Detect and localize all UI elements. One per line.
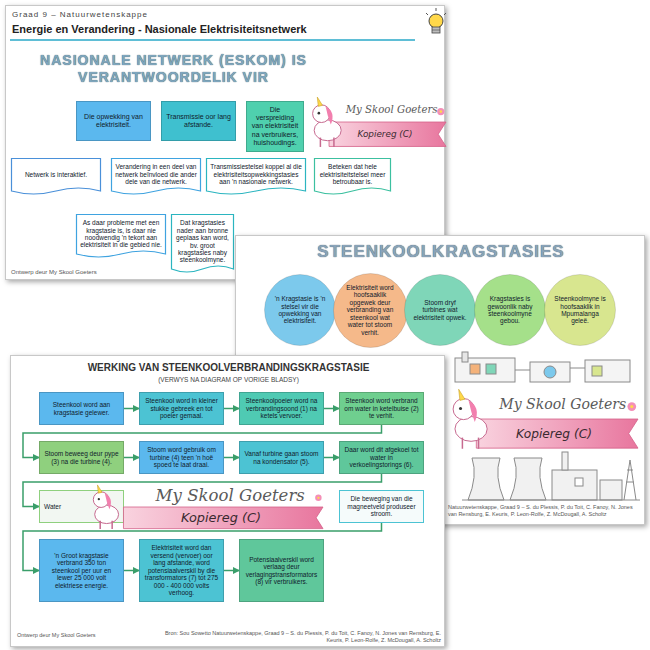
ribbon-banner <box>123 507 323 529</box>
watermark-text: My Skool Goeters <box>337 96 446 122</box>
process-box: Potensiaalverskil word verlaag deur verl… <box>239 539 324 602</box>
box-text: Transmissiestelsel koppel al die elektri… <box>210 163 302 185</box>
box-text: Elektrisiteit word dan versend (vervoer)… <box>144 544 219 596</box>
box-text: Steenkool word aan kragstasie gelewer. <box>44 401 119 416</box>
ribbon-banner <box>329 122 446 146</box>
watermark-text: My Skool Goeters <box>137 484 323 507</box>
flower-dot <box>437 108 444 115</box>
process-box: Stoom beweeg deur pype (3) na die turbin… <box>39 441 124 474</box>
box-text: Kragstasies is gewoonlik naby steenkoolm… <box>483 295 536 325</box>
box-text: Die beweging van die magneetveld produse… <box>344 495 419 517</box>
box-text: Steenkoolmyne is hoofsaaklik in Mpumalan… <box>553 295 606 325</box>
box-text: Dat kragstasies nader aan bronne geplaas… <box>175 219 230 264</box>
copyright-text: Kopiereg (C) <box>334 122 435 146</box>
document-outline <box>11 158 101 198</box>
process-box: Steenkool word aan kragstasie gelewer. <box>39 392 124 425</box>
footer-credit: Ontwerp deur My Skool Goeters <box>17 632 142 639</box>
process-box: Die opwekking van elektrisiteit. <box>76 101 151 141</box>
unicorn-icon <box>453 389 487 449</box>
flow-arrow <box>224 570 239 572</box>
process-box: Stoom word gebruik om turbine (4) teen '… <box>139 441 224 474</box>
grade-header: Graad 9 – Natuurwetenskappe <box>12 10 312 20</box>
slide-title: STEENKOOLKRAGSTASIES <box>316 242 566 262</box>
box-text: Stoom word gebruik om turbine (4) teen '… <box>144 446 219 468</box>
copyright-text: Kopiereg (C) <box>128 507 314 529</box>
copyright-text: Kopiereg (C) <box>483 419 626 448</box>
document-box: Netwerk is interaktief. <box>11 158 101 198</box>
flow-arrow <box>124 570 139 572</box>
info-circle: Stoom dryf turbines wat elektrisiteit op… <box>404 274 476 346</box>
flower-dot <box>627 402 636 411</box>
box-text: Die opwekking van elektrisiteit. <box>81 113 146 129</box>
box-text: Stoom beweeg deur pype (3) na die turbin… <box>44 450 119 465</box>
document-box: As daar probleme met een kragstasie is, … <box>76 214 166 261</box>
process-box: Vanaf turbine gaan stoom na kondensator … <box>239 441 324 474</box>
watermark-text: My Skool Goeters <box>488 388 638 419</box>
topic-header: Energie en Verandering - Nasionale Elekt… <box>12 23 422 36</box>
flow-arrow <box>324 408 339 410</box>
box-text: Transmissie oor lang afstande. <box>166 113 231 129</box>
watermark: My Skool GoetersKopiereg (C) <box>310 96 446 148</box>
flow-arrow <box>224 457 239 459</box>
process-box: Steenkool word verbrand om water in kete… <box>339 392 424 425</box>
box-text: Die verspreiding van elektrisiteit na ve… <box>251 106 299 146</box>
flow-arrow <box>224 408 239 410</box>
flow-arrow <box>324 457 339 459</box>
unicorn-icon <box>93 484 118 528</box>
flower-dot <box>440 110 443 113</box>
process-box: Daar word dit afgekoel tot water in verk… <box>339 441 424 474</box>
box-text: 'n Kragstasie is 'n stelsel vir die opwe… <box>273 295 326 325</box>
info-circle: Elektrisiteit word hoofsaaklik opgewek d… <box>333 273 408 348</box>
source-credit: Natuurwetenskappe, Graad 9 – S. du Pless… <box>448 504 640 517</box>
document-box: Beteken dat hele elektrisiteitstelsel me… <box>314 158 391 198</box>
flow-arrow <box>124 408 139 410</box>
box-text: Potensiaalverskil word verlaag deur verl… <box>244 556 319 586</box>
box-text: Steenkoolpoeier word na verbrandingsoond… <box>244 397 319 419</box>
process-box: Steenkool word in kleiner stukke gebreek… <box>139 392 224 425</box>
process-box: Die beweging van die magneetveld produse… <box>339 490 424 523</box>
box-text: Steenkool word in kleiner stukke gebreek… <box>144 397 219 419</box>
flower-dot <box>317 496 319 498</box>
box-text: Netwerk is interaktief. <box>15 171 97 178</box>
source-credit: Bron: Sou Sowetto Natuurwetenskappe, Gra… <box>151 630 441 643</box>
flower-dot <box>315 494 321 500</box>
info-circle: 'n Kragstasie is 'n stelsel vir die opwe… <box>264 274 336 346</box>
info-circle: Kragstasies is gewoonlik naby steenkoolm… <box>474 274 546 346</box>
box-text: Steenkool word verbrand om water in kete… <box>344 397 419 419</box>
document-box: Transmissiestelsel koppel al die elektri… <box>206 158 306 198</box>
box-text: Stoom dryf turbines wat elektrisiteit op… <box>413 299 466 321</box>
document-box: Verandering in een deel van netwerk beïn… <box>111 158 201 198</box>
process-box: 'n Groot kragstasie verbrand 350 ton ste… <box>39 539 124 602</box>
process-box: Die verspreiding van elektrisiteit na ve… <box>246 101 304 152</box>
process-box: Transmissie oor lang afstande. <box>161 101 236 141</box>
flow-arrow <box>124 457 139 459</box>
watermark: My Skool GoetersKopiereg (C) <box>91 484 323 530</box>
watermark: My Skool GoetersKopiereg (C) <box>450 388 638 450</box>
process-box: Elektrisiteit word dan versend (vervoer)… <box>139 539 224 602</box>
slide-panel: WERKING VAN STEENKOOLVERBRANDINGSKRAGSTA… <box>10 355 445 647</box>
box-text: Daar word dit afgekoel tot water in verk… <box>344 446 419 468</box>
box-text: 'n Groot kragstasie verbrand 350 ton ste… <box>44 552 119 589</box>
slide-title: WERKING VAN STEENKOOLVERBRANDINGSKRAGSTA… <box>31 362 426 374</box>
process-box: Steenkoolpoeier word na verbrandingsoond… <box>239 392 324 425</box>
unicorn-icon <box>313 97 342 147</box>
slide-title: NASIONALE NETWERK (ESKOM) IS VERANTWOORD… <box>31 52 316 86</box>
document-box: Dat kragstasies nader aan bronne geplaas… <box>171 214 234 276</box>
box-text: Elektrisiteit word hoofsaaklik opgewek d… <box>343 284 396 336</box>
ribbon-banner <box>476 419 638 448</box>
flower-dot <box>630 405 633 408</box>
slide-subtitle: (VERWYS NA DIAGRAM OP VORIGE BLADSY) <box>31 376 426 384</box>
box-text: Vanaf turbine gaan stoom na kondensator … <box>244 450 319 465</box>
box-text: As daar probleme met een kragstasie is, … <box>80 219 162 249</box>
box-text: Beteken dat hele elektrisiteitstelsel me… <box>318 163 387 185</box>
box-text: Verandering in een deel van netwerk beïn… <box>115 163 197 185</box>
info-circle: Steenkoolmyne is hoofsaaklik in Mpumalan… <box>544 274 616 346</box>
